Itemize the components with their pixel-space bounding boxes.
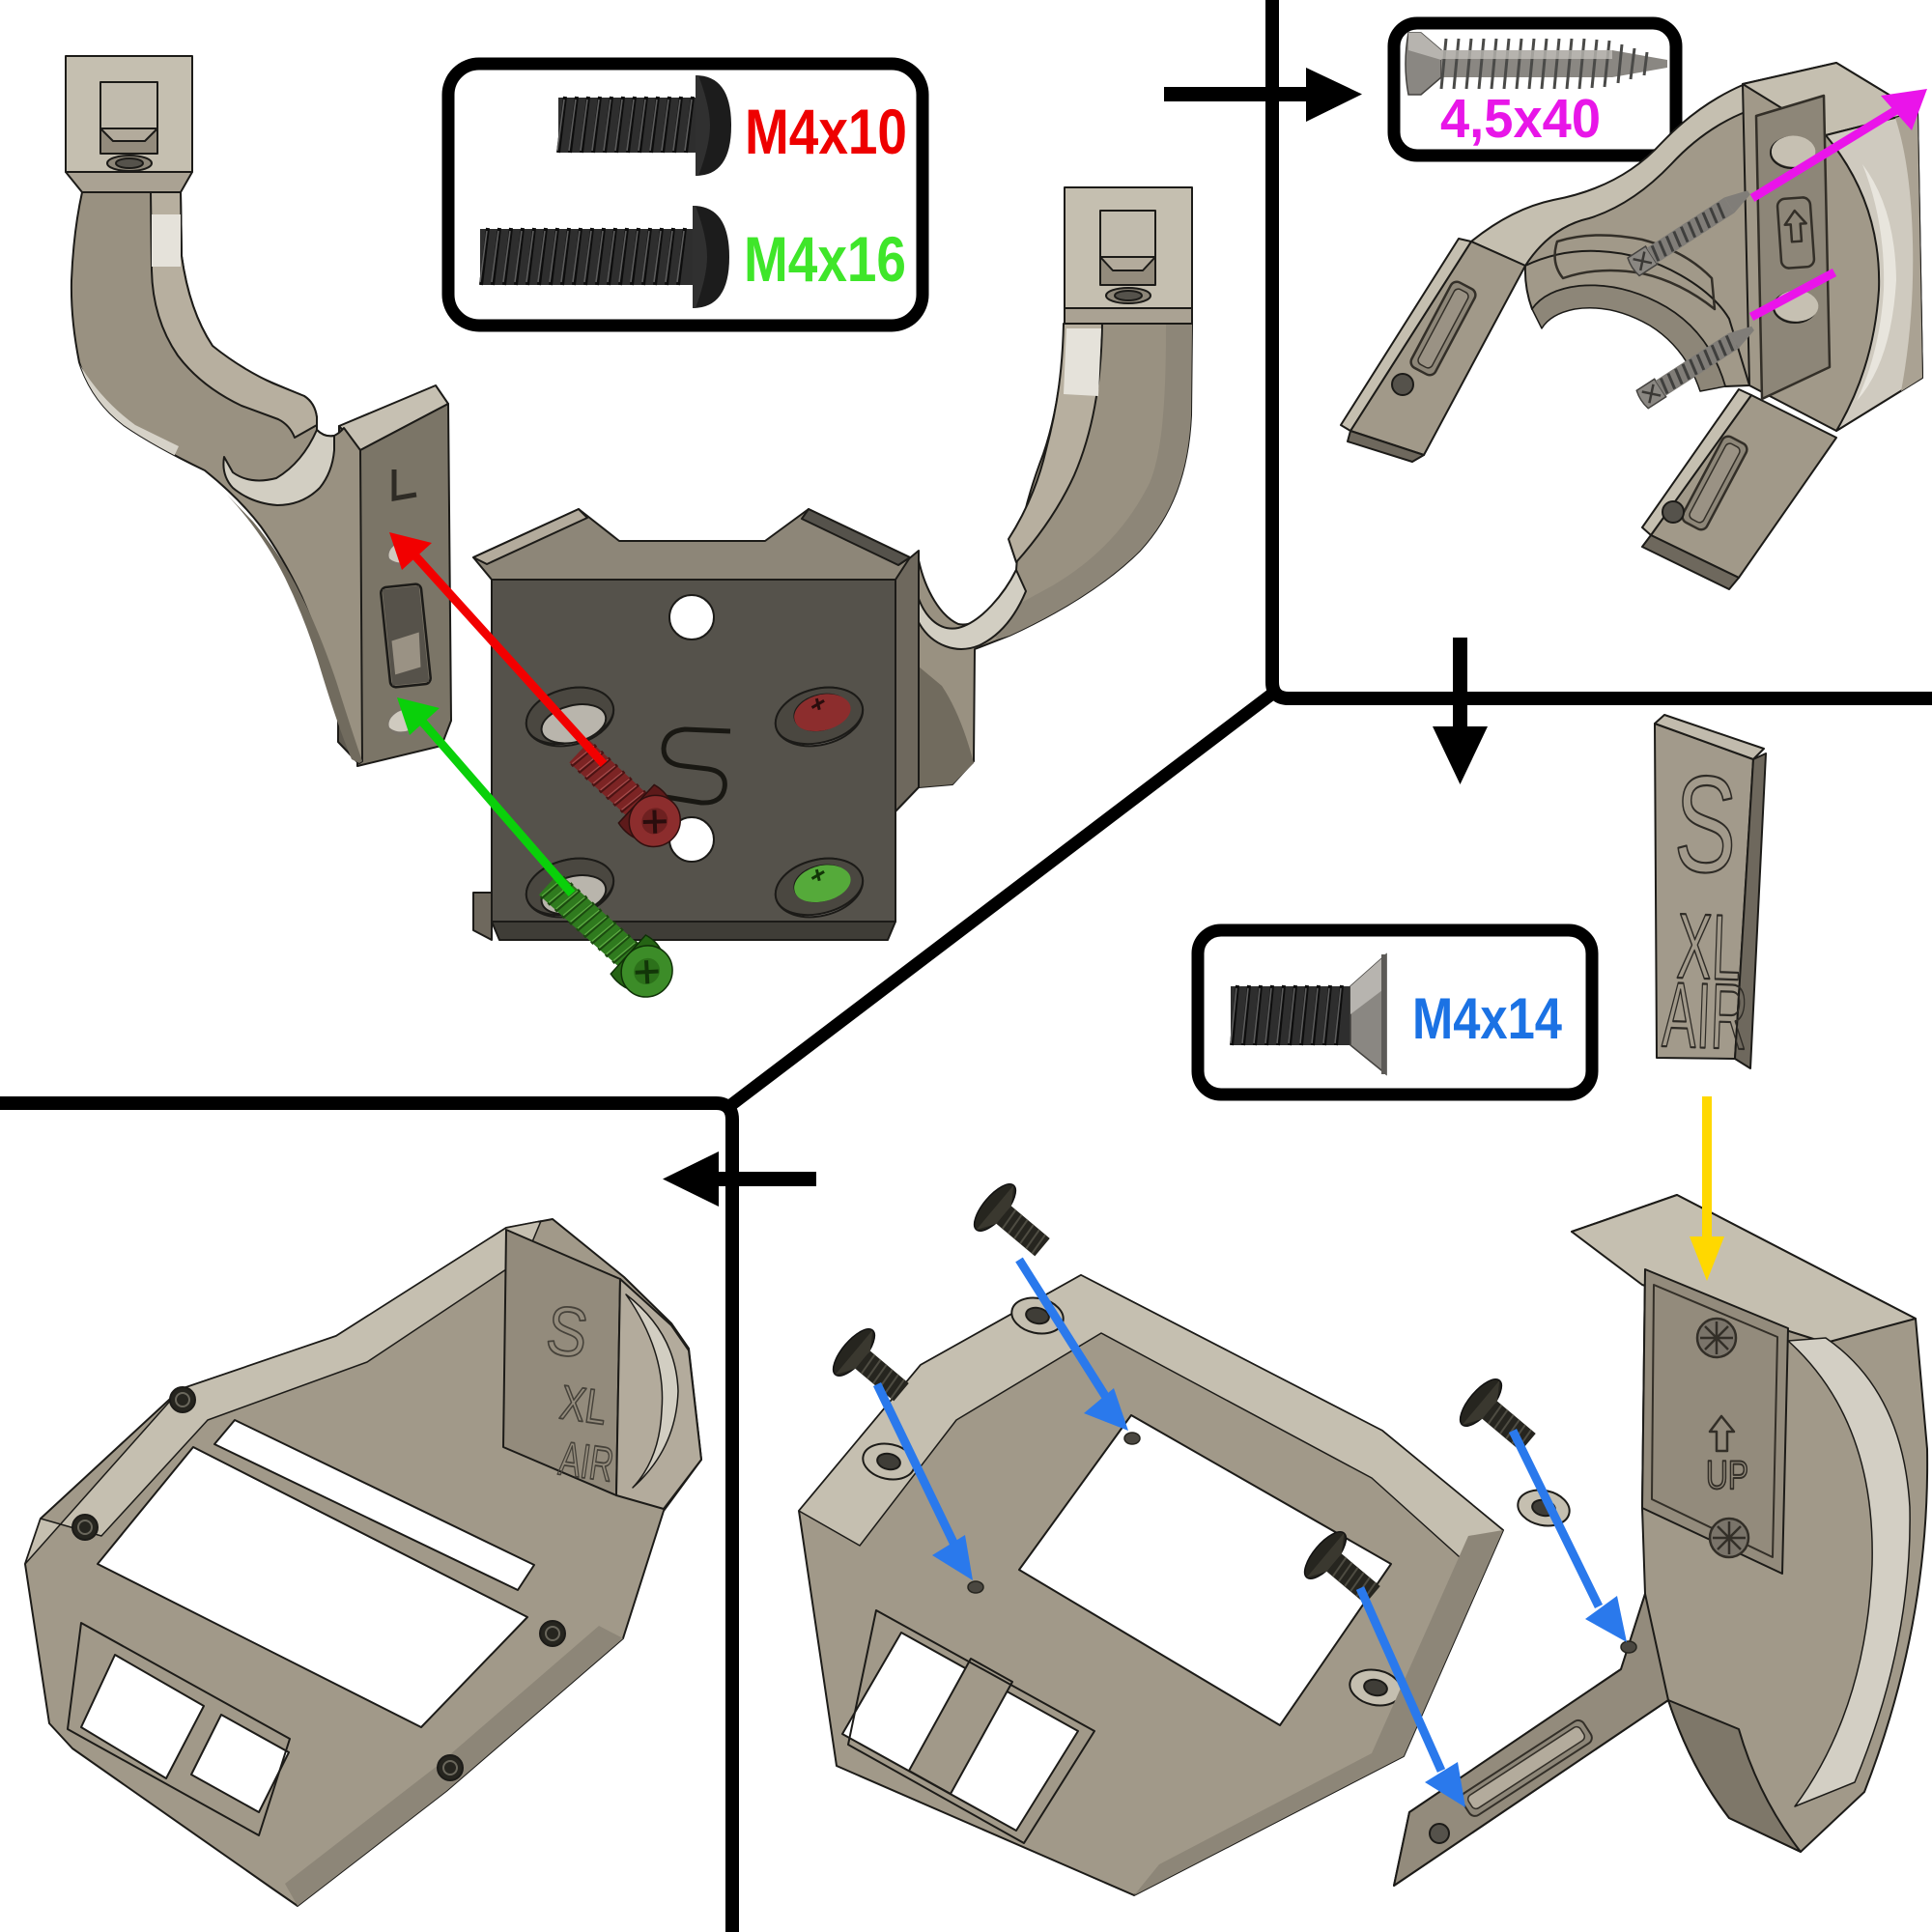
svg-text:M4x16: M4x16: [744, 223, 906, 295]
svg-text:4,5x40: 4,5x40: [1440, 88, 1601, 150]
svg-text:AIR: AIR: [1661, 963, 1749, 1069]
svg-text:AIR: AIR: [555, 1431, 616, 1492]
svg-text:M4x14: M4x14: [1412, 986, 1563, 1051]
svg-text:XL: XL: [556, 1375, 610, 1435]
svg-text:XL: XL: [1675, 895, 1743, 1000]
svg-text:M4x10: M4x10: [745, 96, 907, 167]
svg-text:S: S: [1672, 747, 1740, 902]
svg-text:UP: UP: [1706, 1452, 1748, 1497]
